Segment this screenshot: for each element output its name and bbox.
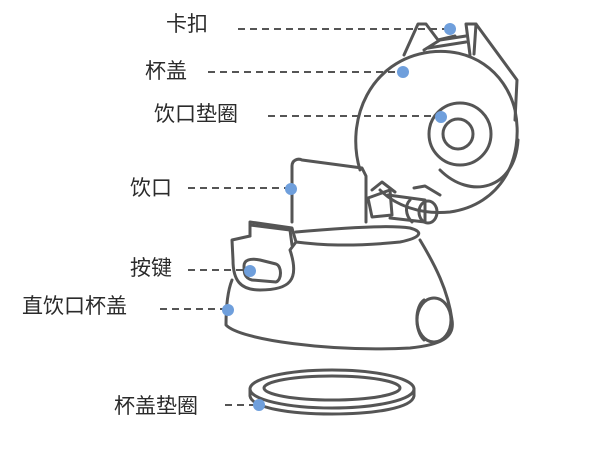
lid-body-outline <box>224 238 454 351</box>
flip-cap-part <box>354 22 520 225</box>
side-knob-inner <box>415 298 426 342</box>
button-cover <box>248 223 294 247</box>
marker-cup-lid <box>397 66 409 78</box>
lid-body-part <box>224 157 454 351</box>
cap-back-curve <box>438 138 520 189</box>
button-key <box>242 257 282 284</box>
label-clasp: 卡扣 <box>166 12 208 36</box>
hinge-right <box>405 184 442 224</box>
gasket-inner-ring <box>441 117 475 151</box>
hinge-left <box>366 180 397 219</box>
clasp-bridge <box>422 34 468 52</box>
marker-clasp <box>444 23 456 35</box>
label-button: 按键 <box>130 256 172 280</box>
gasket-ring-inner <box>262 374 402 402</box>
gasket-outer-ring <box>427 101 493 167</box>
clasp-right-arm <box>464 22 519 122</box>
hinge-pin <box>386 193 427 224</box>
marker-straight-drink-lid <box>222 304 234 316</box>
lid-top-rim <box>294 225 421 247</box>
marker-mouthpiece <box>285 183 297 195</box>
cap-dome <box>354 49 519 215</box>
label-straight-drink-lid: 直饮口杯盖 <box>22 294 127 318</box>
label-cup-lid: 杯盖 <box>145 59 187 83</box>
hinge-pin-end <box>417 199 439 225</box>
lid-gasket-part <box>248 368 416 416</box>
marker-button <box>244 265 256 277</box>
mouthpiece-spout <box>290 157 368 224</box>
label-mouthpiece: 饮口 <box>130 176 172 200</box>
label-lid-gasket: 杯盖垫圈 <box>114 394 198 418</box>
marker-lid-gasket <box>253 399 265 411</box>
marker-mouthpiece-gasket <box>435 111 447 123</box>
label-mouthpiece-gasket: 饮口垫圈 <box>154 102 238 126</box>
